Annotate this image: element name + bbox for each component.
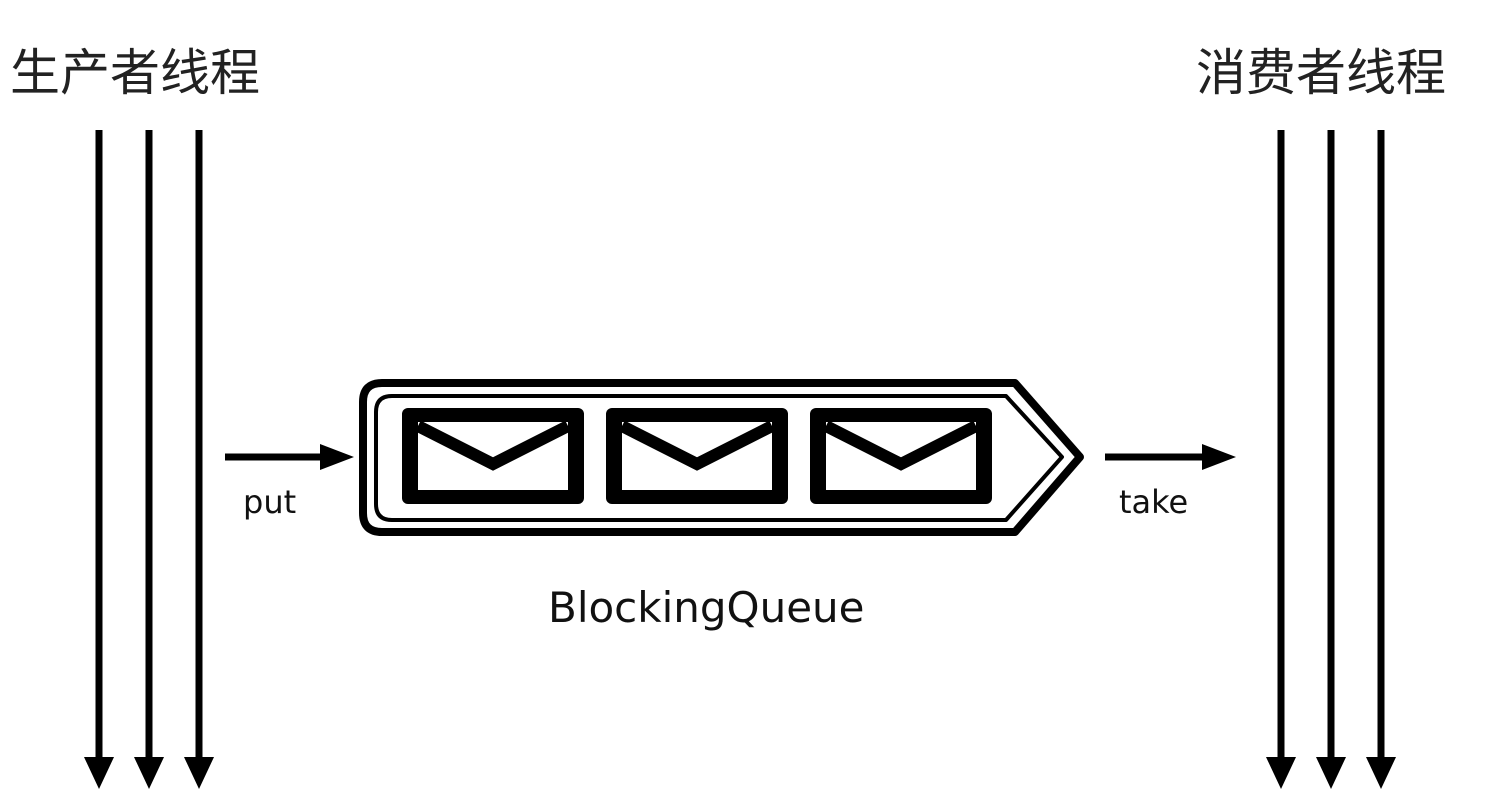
producer-thread-arrow-icon [84, 130, 114, 789]
put-arrow-icon [225, 444, 354, 470]
blocking-queue-container [359, 379, 1084, 536]
consumer-thread-arrow-icon [1316, 130, 1346, 789]
producer-thread-group [84, 130, 214, 789]
consumer-threads-title: 消费者线程 [1196, 44, 1446, 102]
producer-thread-arrow-icon [184, 130, 214, 789]
put-label: put [243, 483, 296, 521]
consumer-thread-group [1266, 130, 1396, 789]
message-envelope-icon [606, 408, 788, 504]
take-arrow-icon [1105, 444, 1236, 470]
take-label: take [1119, 483, 1188, 521]
consumer-thread-arrow-icon [1266, 130, 1296, 789]
message-envelope-icon [402, 408, 584, 504]
message-envelope-icon [810, 408, 992, 504]
producer-threads-title: 生产者线程 [10, 44, 260, 102]
producer-thread-arrow-icon [134, 130, 164, 789]
queue-label: BlockingQueue [548, 583, 865, 632]
queue-message-group [402, 408, 992, 504]
consumer-thread-arrow-icon [1366, 130, 1396, 789]
